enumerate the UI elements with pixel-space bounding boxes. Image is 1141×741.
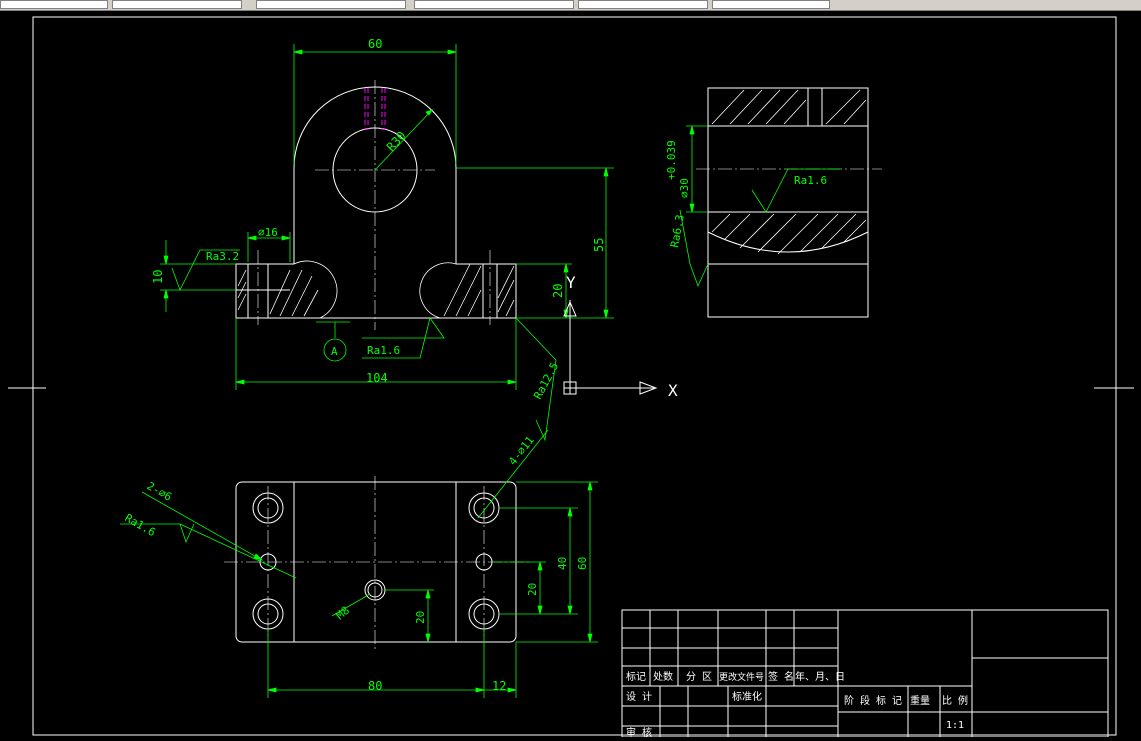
drawing-frame bbox=[8, 16, 1134, 736]
toolbar-field[interactable] bbox=[112, 0, 242, 9]
dim-60: 60 bbox=[576, 557, 589, 570]
roughness-side: Ra6.3 bbox=[668, 214, 687, 249]
ucs-icon: X Y bbox=[563, 273, 678, 400]
dim-bore: ⌀30 bbox=[678, 178, 691, 198]
tb-review: 审 核 bbox=[626, 726, 652, 737]
dim-12: 12 bbox=[492, 679, 506, 693]
tb-mark: 标记 bbox=[626, 671, 646, 683]
dim-80: 80 bbox=[368, 679, 382, 693]
side-view-labels: +0.039 ⌀30 Ra1.6 Ra6.3 bbox=[665, 140, 827, 248]
tb-change-doc: 更改文件号 bbox=[719, 671, 764, 683]
roughness-top: Ra1.6 bbox=[123, 511, 158, 539]
side-view-hatch bbox=[711, 89, 867, 255]
dim-base-width: 104 bbox=[366, 371, 388, 385]
hidden-lines bbox=[364, 88, 386, 130]
side-view-dimensions bbox=[679, 125, 840, 288]
roughness-bore: Ra1.6 bbox=[794, 174, 827, 187]
top-view-labels: 2-⌀6 Ra1.6 4-⌀11 M8 20 20 40 60 80 12 bbox=[123, 434, 590, 693]
dim-20-left: 20 bbox=[414, 611, 427, 624]
tb-stage-mark: 阶 段 标 记 bbox=[844, 694, 902, 707]
dim-center-hole: M8 bbox=[334, 604, 353, 622]
tb-zone: 分 区 bbox=[686, 671, 712, 683]
front-view-centerlines bbox=[257, 80, 491, 330]
dim-width-top: 60 bbox=[368, 37, 382, 51]
dim-base-height: 20 bbox=[551, 284, 565, 298]
tb-design: 设 计 bbox=[626, 690, 652, 703]
roughness-bottom: Ra1.6 bbox=[367, 344, 400, 357]
dim-large-holes: 4-⌀11 bbox=[506, 434, 537, 468]
cad-drawing: 60 R30 ⌀16 55 20 10 Ra3.2 104 Ra1.6 A Ra… bbox=[8, 16, 1134, 739]
tb-count: 处数 bbox=[653, 670, 673, 683]
dim-40: 40 bbox=[556, 557, 569, 570]
front-view-outline bbox=[235, 86, 517, 319]
tb-weight: 重量 bbox=[910, 694, 930, 707]
dim-small-holes: 2-⌀6 bbox=[145, 479, 174, 504]
roughness-oblique: Ra12.5 bbox=[531, 360, 561, 401]
dim-20-right: 20 bbox=[526, 583, 539, 596]
front-view-dimensions bbox=[160, 44, 614, 442]
roughness-left: Ra3.2 bbox=[206, 250, 239, 263]
toolbar-field[interactable] bbox=[414, 0, 574, 9]
toolbar-field[interactable] bbox=[712, 0, 830, 9]
dim-radius: R30 bbox=[384, 129, 409, 154]
toolbar-strip bbox=[0, 0, 1141, 11]
ucs-y-label: Y bbox=[566, 273, 576, 292]
toolbar-field[interactable] bbox=[578, 0, 708, 9]
toolbar-field[interactable] bbox=[256, 0, 406, 9]
dim-hole-diameter: ⌀16 bbox=[258, 226, 278, 239]
front-view-hatch bbox=[237, 260, 515, 319]
toolbar-field[interactable] bbox=[0, 0, 108, 9]
side-view: +0.039 ⌀30 Ra1.6 Ra6.3 bbox=[665, 87, 882, 318]
title-block-grid bbox=[621, 609, 1109, 738]
tb-scale-label: 比 例 bbox=[942, 694, 968, 707]
front-view: 60 R30 ⌀16 55 20 10 Ra3.2 104 Ra1.6 A Ra… bbox=[151, 37, 614, 442]
title-block-labels: 标记 处数 分 区 更改文件号 签 名 年、月、日 设 计 标准化 阶 段 标 … bbox=[626, 670, 968, 739]
top-view-dimensions bbox=[120, 429, 598, 698]
tb-signature: 签 名 bbox=[768, 670, 794, 683]
ucs-x-label: X bbox=[668, 381, 678, 400]
title-block: 标记 处数 分 区 更改文件号 签 名 年、月、日 设 计 标准化 阶 段 标 … bbox=[621, 609, 1109, 739]
side-view-outline bbox=[707, 87, 869, 318]
tb-date: 年、月、日 bbox=[795, 670, 845, 683]
dim-total-height: 55 bbox=[592, 238, 606, 252]
front-view-labels: 60 R30 ⌀16 55 20 10 Ra3.2 104 Ra1.6 A Ra… bbox=[151, 37, 606, 401]
tb-standardize: 标准化 bbox=[732, 690, 762, 703]
datum-label: A bbox=[331, 345, 338, 358]
tb-scale: 1:1 bbox=[946, 720, 964, 731]
drawing-canvas[interactable]: 60 R30 ⌀16 55 20 10 Ra3.2 104 Ra1.6 A Ra… bbox=[0, 10, 1141, 739]
dim-tolerance: +0.039 bbox=[665, 140, 678, 180]
dim-step: 10 bbox=[151, 270, 165, 284]
top-view: 2-⌀6 Ra1.6 4-⌀11 M8 20 20 40 60 80 12 bbox=[120, 429, 598, 698]
